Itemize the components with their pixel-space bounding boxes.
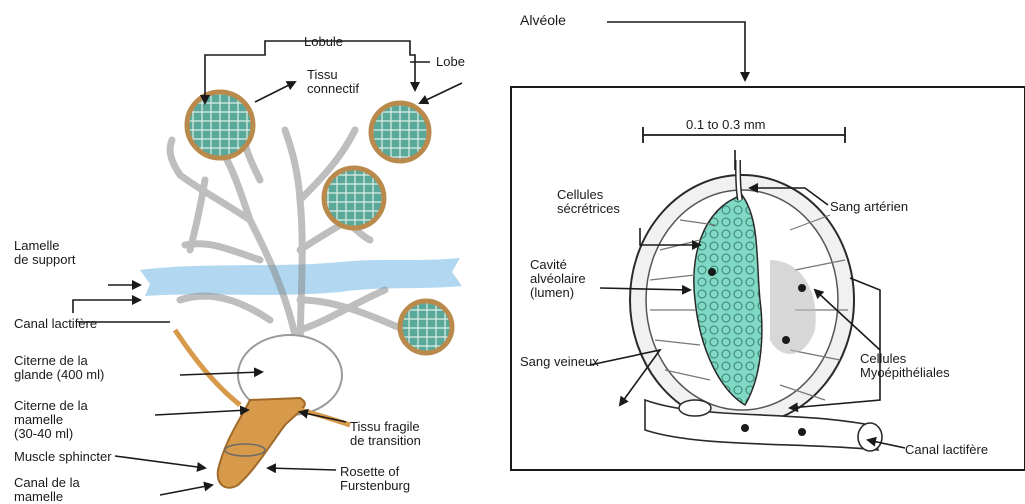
label-tissu-connectif-2: connectif — [307, 82, 359, 95]
label-scale: 0.1 to 0.3 mm — [686, 118, 765, 131]
label-lamelle-2: de support — [14, 253, 75, 266]
label-canal-lactifere-left: Canal lactifère — [14, 317, 97, 330]
label-cavite-3: (lumen) — [530, 286, 574, 299]
label-sang-arteriel: Sang artérien — [830, 200, 908, 213]
label-alveole: Alvéole — [520, 14, 566, 27]
label-lobule: Lobule — [304, 35, 343, 48]
label-cavite-2: alvéolaire — [530, 272, 586, 285]
label-canal-mamelle-2: mamelle — [14, 490, 63, 503]
label-tissu-connectif-1: Tissu — [307, 68, 338, 81]
label-citerne-mamelle-2: mamelle — [14, 413, 63, 426]
label-muscle-sphincter: Muscle sphincter — [14, 450, 112, 463]
label-myo-1: Cellules — [860, 352, 906, 365]
label-cellules-secretrices-2: sécrétrices — [557, 202, 620, 215]
label-rosette-2: Furstenburg — [340, 479, 410, 492]
label-citerne-glande-1: Citerne de la — [14, 354, 88, 367]
label-tissu-fragile-1: Tissu fragile — [350, 420, 420, 433]
label-lobe: Lobe — [436, 55, 465, 68]
label-myo-2: Myoépithéliales — [860, 366, 950, 379]
lobules — [187, 92, 452, 353]
label-cavite-1: Cavité — [530, 258, 567, 271]
label-tissu-fragile-2: de transition — [350, 434, 421, 447]
label-lamelle-1: Lamelle — [14, 239, 60, 252]
label-cellules-secretrices-1: Cellules — [557, 188, 603, 201]
label-canal-lactifere-right: Canal lactifère — [905, 443, 988, 456]
label-canal-mamelle-1: Canal de la — [14, 476, 80, 489]
label-citerne-mamelle-3: (30-40 ml) — [14, 427, 73, 440]
label-sang-veineux: Sang veineux — [520, 355, 599, 368]
label-rosette-1: Rosette of — [340, 465, 399, 478]
label-citerne-mamelle-1: Citerne de la — [14, 399, 88, 412]
label-citerne-glande-2: glande (400 ml) — [14, 368, 104, 381]
